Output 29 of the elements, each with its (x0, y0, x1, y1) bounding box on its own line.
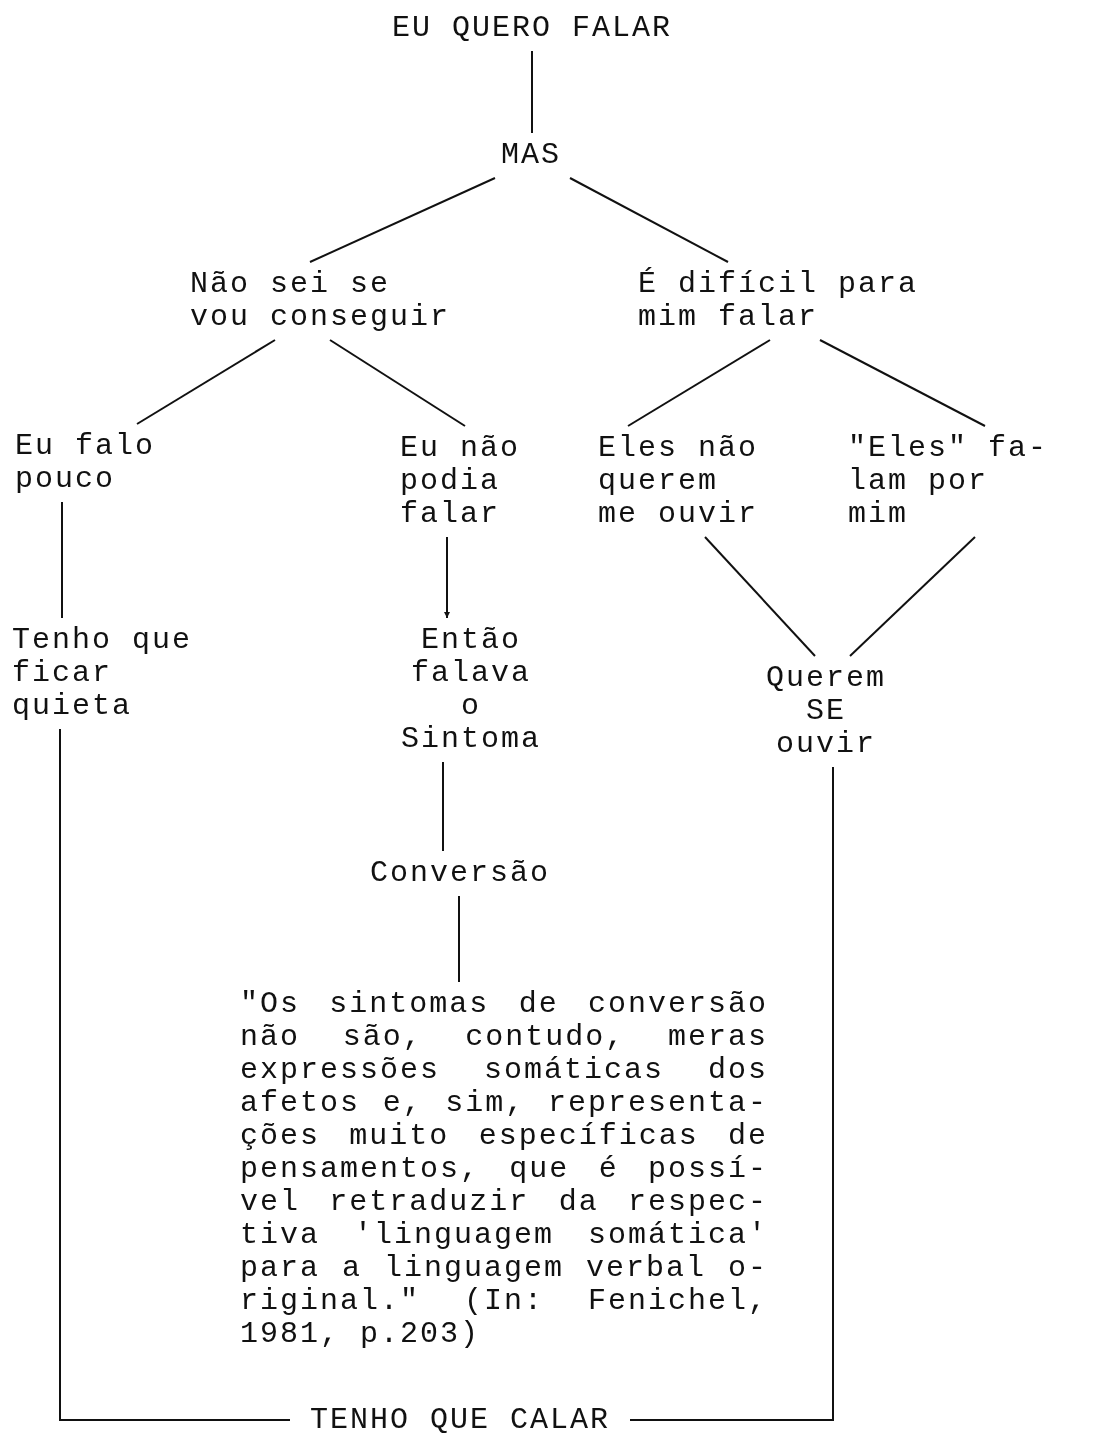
node-text: Conversão (340, 857, 580, 890)
quotation-text: "Os sintomas de conversão não são, contudo, meras expressões somáticas dos afetos e, sim, representa- ções muito específicas de pensamentos, que é possí- vel retraduzir da respec- tiva 'linguagem somática' para a linguagem verbal o- riginal." (In: Fenichel, 1981, p.203) (240, 988, 768, 1351)
node-text: Tenho que ficar quieta (12, 624, 204, 723)
node-text: Eles não querem me ouvir (598, 432, 770, 531)
connector-line (442, 761, 444, 852)
heading-text: EU QUERO FALAR (372, 12, 692, 45)
connector-line (704, 536, 816, 657)
node-text: MAS (481, 139, 581, 172)
connector-line (309, 177, 496, 263)
node-text: Eu falo pouco (15, 430, 177, 496)
conclusion-text: TENHO QUE CALAR (290, 1404, 630, 1437)
connector-line (531, 50, 533, 134)
node-text: Eu não podia falar (400, 432, 542, 531)
arrow (444, 536, 450, 619)
connector-line (136, 339, 276, 425)
connector-line (627, 339, 771, 427)
connector-line (569, 177, 729, 263)
connector-line (329, 339, 466, 427)
connector-line (629, 766, 834, 1421)
node-text: Querem SE ouvir (760, 662, 892, 761)
connector-line (458, 895, 460, 983)
connector-line (849, 536, 976, 657)
node-text: "Eles" fa- lam por mim (848, 432, 1060, 531)
connector-line (61, 501, 63, 619)
node-text: Não sei se vou conseguir (190, 268, 462, 334)
node-text: Então falava o Sintoma (395, 624, 547, 756)
node-text: É difícil para mim falar (638, 268, 930, 334)
connector-line (819, 339, 986, 427)
connector-line (59, 728, 291, 1421)
